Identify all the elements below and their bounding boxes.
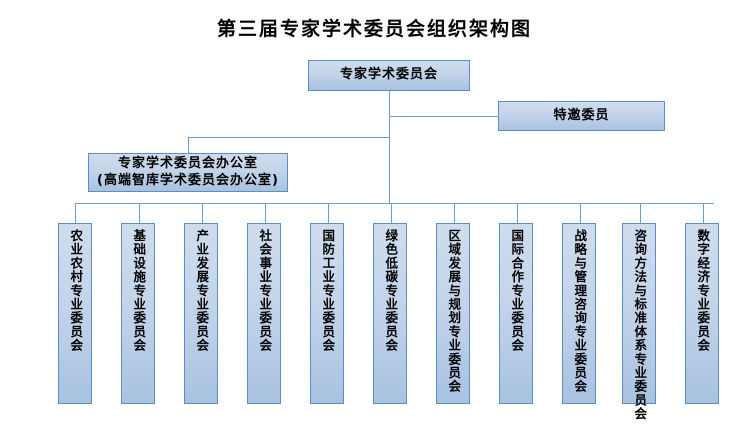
node-committee-regional-development-planning[interactable]: 区域发展与规划专业委员会 <box>436 223 470 404</box>
office-label-line-1: 专家学术委员会办公室 <box>117 155 258 171</box>
connector-drop-3 <box>202 203 203 223</box>
connector-drop-2 <box>139 203 140 223</box>
committee-label: 国际合作专业委员会 <box>509 229 525 353</box>
node-invited-members[interactable]: 特邀委员 <box>498 101 665 131</box>
connector-drop-8 <box>517 203 518 223</box>
connector-drop-4 <box>265 203 266 223</box>
node-committee-strategy-management-consulting[interactable]: 战略与管理咨询专业委员会 <box>562 223 596 404</box>
connector-drop-11 <box>703 203 704 223</box>
committee-label: 基础设施专业委员会 <box>131 229 147 353</box>
connector-drop-10 <box>640 203 641 223</box>
connector-drop-1 <box>75 203 76 223</box>
node-committee-industry-development[interactable]: 产业发展专业委员会 <box>184 223 218 404</box>
node-committee-international-cooperation[interactable]: 国际合作专业委员会 <box>499 223 533 404</box>
committee-label: 数字经济专业委员会 <box>695 229 711 353</box>
committee-label: 绿色低碳专业委员会 <box>383 229 399 353</box>
connector-drop-9 <box>580 203 581 223</box>
node-committee-consulting-methods-standards[interactable]: 咨询方法与标准体系专业委员会 <box>622 223 656 421</box>
node-committee-infrastructure[interactable]: 基础设施专业委员会 <box>121 223 155 404</box>
node-committee-agriculture-rural[interactable]: 农业农村专业委员会 <box>58 223 92 404</box>
committee-label: 国防工业专业委员会 <box>320 229 336 353</box>
connector-root-stem <box>389 91 390 203</box>
connector-to-invited <box>389 116 498 117</box>
connector-drop-5 <box>328 203 329 223</box>
committee-label: 产业发展专业委员会 <box>194 229 210 353</box>
node-committee-office[interactable]: 专家学术委员会办公室 (高端智库学术委员会办公室) <box>88 153 288 192</box>
connector-to-office-drop <box>188 137 189 153</box>
connector-drop-7 <box>454 203 455 223</box>
committee-label: 区域发展与规划专业委员会 <box>446 229 462 394</box>
page-title: 第三届专家学术委员会组织架构图 <box>216 18 532 40</box>
connector-to-office-horizontal <box>188 137 389 138</box>
connector-drop-6 <box>391 203 392 223</box>
connector-committee-bus <box>75 203 714 204</box>
node-committee-defense-industry[interactable]: 国防工业专业委员会 <box>310 223 344 404</box>
node-committee-social-affairs[interactable]: 社会事业专业委员会 <box>247 223 281 404</box>
office-label-line-2: (高端智库学术委员会办公室) <box>97 172 279 188</box>
node-root-committee[interactable]: 专家学术委员会 <box>308 60 470 91</box>
node-committee-digital-economy[interactable]: 数字经济专业委员会 <box>685 223 719 404</box>
node-committee-green-low-carbon[interactable]: 绿色低碳专业委员会 <box>373 223 407 404</box>
committee-label: 社会事业专业委员会 <box>257 229 273 353</box>
committee-label: 咨询方法与标准体系专业委员会 <box>632 229 648 421</box>
committee-label: 农业农村专业委员会 <box>68 229 84 353</box>
committee-label: 战略与管理咨询专业委员会 <box>572 229 588 394</box>
